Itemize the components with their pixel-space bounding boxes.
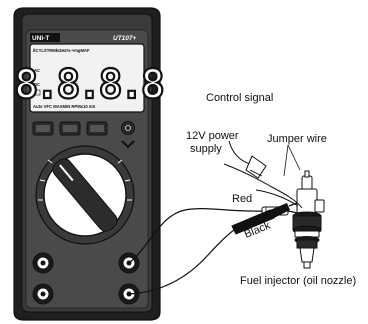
red-lead-wire xyxy=(128,208,263,264)
red-lead-label: Red xyxy=(232,193,252,205)
control-signal-label: Control signal xyxy=(206,92,273,104)
lcd-digits: 8.8.8.8 xyxy=(14,62,162,108)
power-supply-label-line2: supply xyxy=(190,143,222,155)
multimeter: UNI-T UT107+ ßCYLSTRMkΩHz%-+mgMAF AC DC … xyxy=(13,7,167,321)
model-label: UT107+ xyxy=(113,35,137,42)
dial-knob[interactable] xyxy=(50,156,121,235)
backlight-icon xyxy=(125,125,131,131)
lcd-dc-indicator: DC xyxy=(34,82,40,87)
jumper-wires xyxy=(223,140,303,209)
backlight-button[interactable] xyxy=(121,121,135,135)
power-supply-label-line1: 12V power xyxy=(186,130,239,142)
jumper-wire-pointers xyxy=(283,144,301,177)
brand-label: UNI-T xyxy=(32,35,49,42)
dial-ticks xyxy=(38,159,132,201)
fuel-injector-label: Fuel injector (oil nozzle) xyxy=(240,275,356,287)
jack-top-left[interactable] xyxy=(32,252,54,274)
wire-clip xyxy=(245,155,267,179)
lcd-ac-indicator: AC xyxy=(34,68,40,73)
lcd-top-indicators: ßCYLSTRMkΩHz%-+mgMAF xyxy=(33,48,90,53)
fuel-injector xyxy=(292,170,325,269)
lcd-bottom-indicators: Auto VFC MAXMIN RPMx10 mS xyxy=(33,104,96,109)
chevron-down-icon xyxy=(121,140,135,149)
jumper-wire-label: Jumper wire xyxy=(267,133,327,145)
black-probe xyxy=(231,202,298,235)
test-leads xyxy=(128,208,263,295)
black-lead-wire xyxy=(128,229,235,295)
lcd-display xyxy=(29,43,145,113)
jack-bottom-left[interactable] xyxy=(32,283,54,305)
